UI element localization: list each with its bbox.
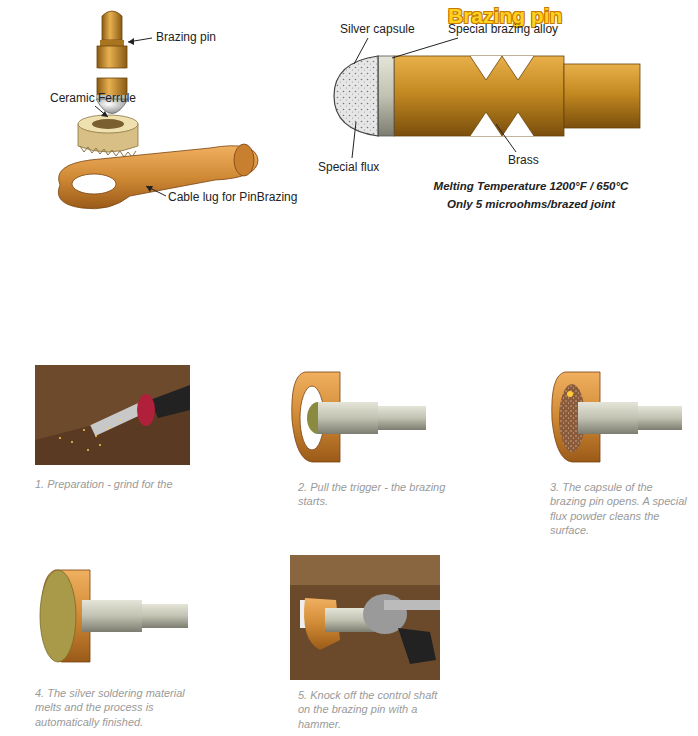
step-caption: 2. Pull the trigger - the brazing starts… xyxy=(298,480,448,509)
part-label: Silver capsule xyxy=(340,22,415,36)
part-label: Ceramic Ferrule xyxy=(50,91,136,105)
step-caption: 1. Preparation - grind for the xyxy=(35,477,200,491)
part-label: Brass xyxy=(508,153,539,167)
step-caption: 3. The capsule of the brazing pin opens.… xyxy=(550,480,690,537)
part-label: Cable lug for PinBrazing xyxy=(168,190,297,204)
step-caption: 5. Knock off the control shaft on the br… xyxy=(298,688,448,731)
part-label: Special flux xyxy=(318,160,379,174)
spec-note: Only 5 microohms/brazed joint xyxy=(396,198,666,212)
part-label: Brazing pin xyxy=(156,30,216,44)
part-label: Special brazing alloy xyxy=(448,22,558,36)
step-caption: 4. The silver soldering material melts a… xyxy=(35,686,195,729)
spec-note: Melting Temperature 1200°F / 650°C xyxy=(396,180,666,194)
